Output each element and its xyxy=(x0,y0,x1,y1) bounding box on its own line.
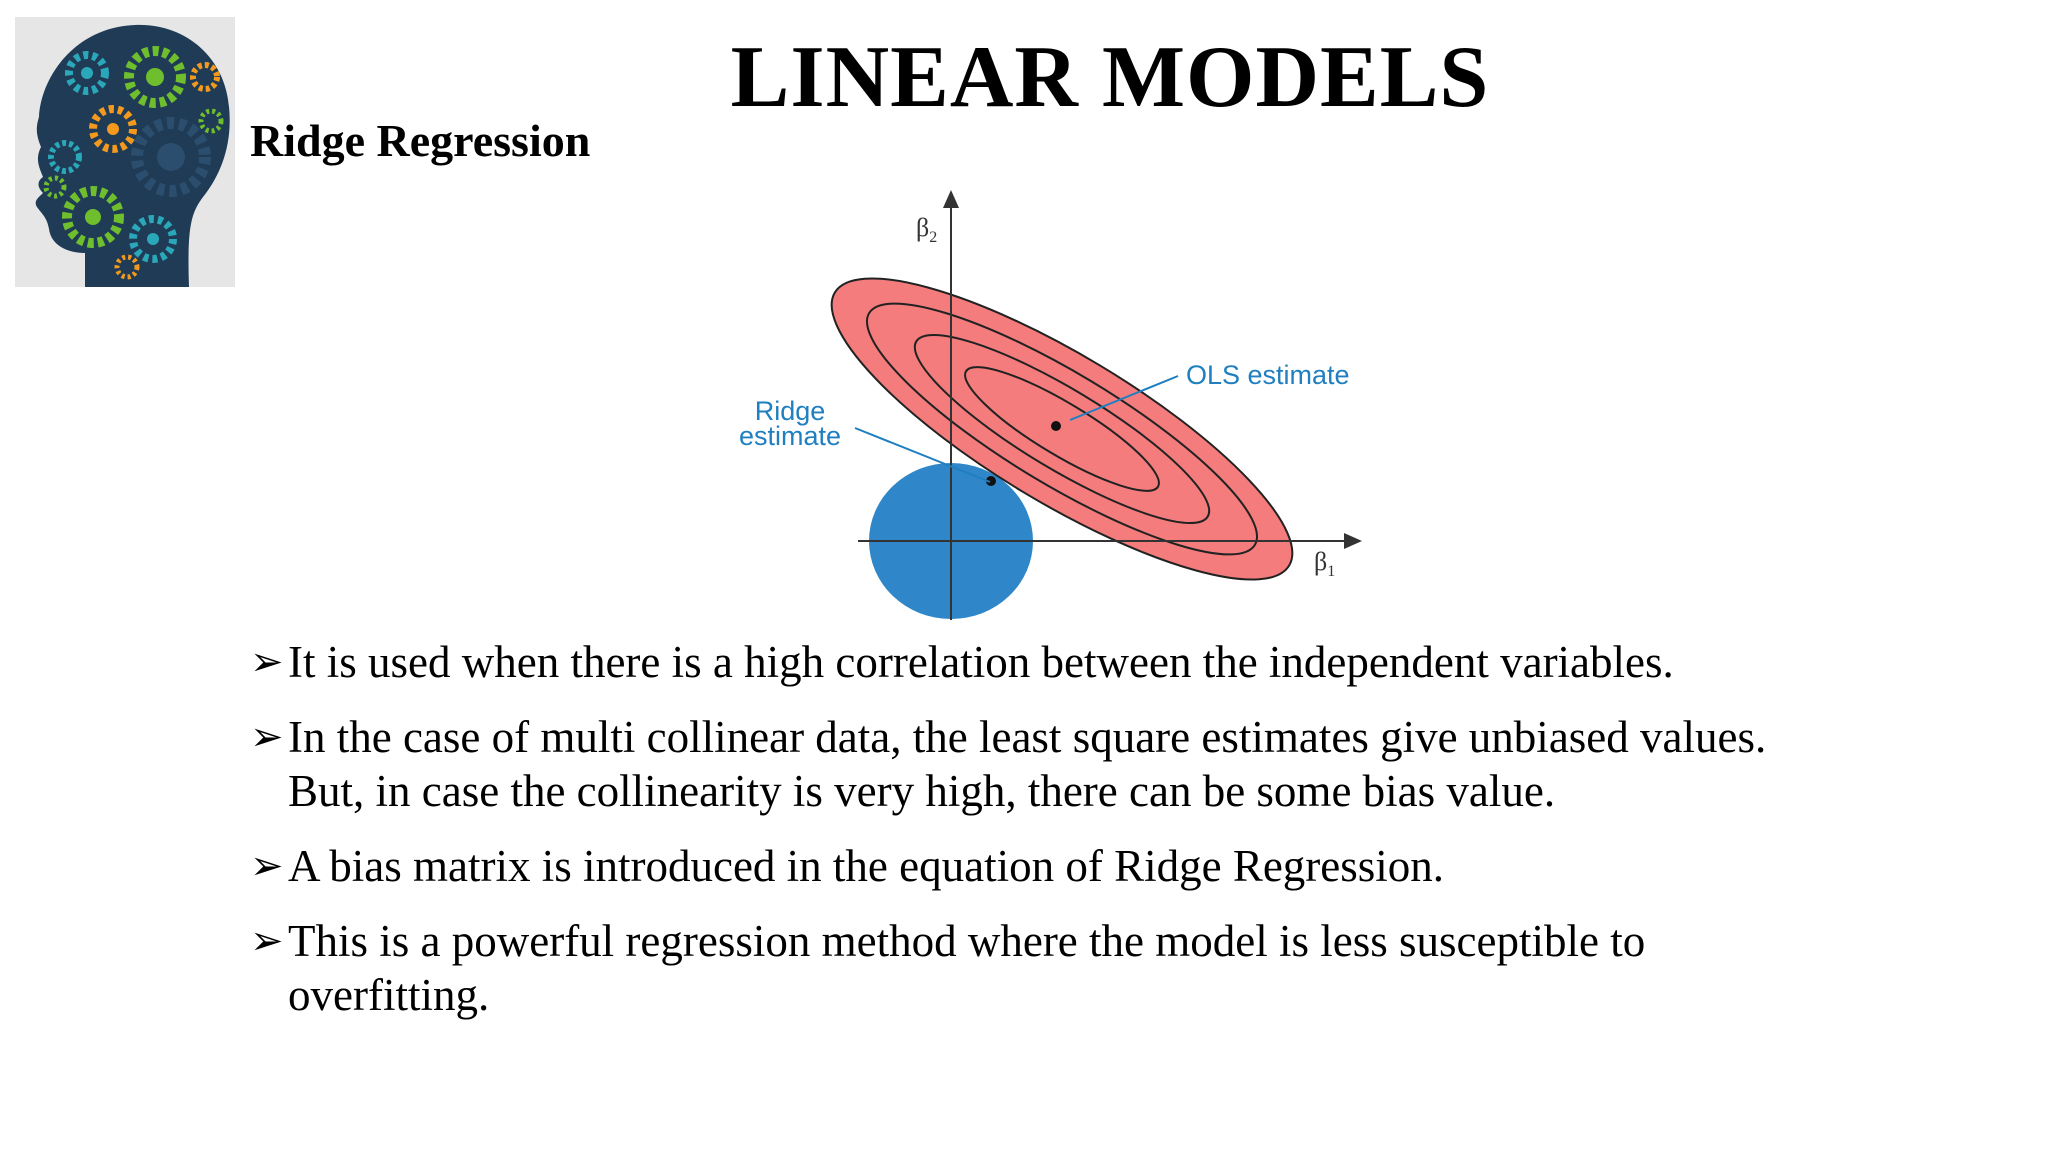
bullet-item: ➢ In the case of multi collinear data, t… xyxy=(250,710,2010,818)
gear-icon xyxy=(114,254,140,280)
gear-icon xyxy=(131,117,211,197)
slide-title: LINEAR MODELS xyxy=(730,29,1490,126)
bullet-item: ➢ This is a powerful regression method w… xyxy=(250,914,2010,1022)
gear-icon xyxy=(43,175,67,199)
arrow-bullet-icon: ➢ xyxy=(250,918,284,964)
slide-subtitle: Ridge Regression xyxy=(250,115,591,166)
bullet-text: It is used when there is a high correlat… xyxy=(288,637,1674,687)
arrow-bullet-icon: ➢ xyxy=(250,639,284,685)
gear-icon xyxy=(89,105,137,153)
bullet-text: This is a powerful regression method whe… xyxy=(288,916,1646,966)
arrow-bullet-icon: ➢ xyxy=(250,843,284,889)
gear-icon xyxy=(62,186,124,248)
gear-icon xyxy=(190,62,220,92)
gear-icon xyxy=(129,215,177,263)
arrow-bullet-icon: ➢ xyxy=(250,714,284,760)
bullet-text: In the case of multi collinear data, the… xyxy=(288,712,1767,762)
ols-estimate-point xyxy=(1051,421,1061,431)
gear-icon xyxy=(198,108,224,134)
y-axis-label: β2 xyxy=(916,213,937,246)
gear-icon xyxy=(124,46,186,108)
gear-icon xyxy=(48,140,82,174)
ridge-estimate-point xyxy=(986,476,996,486)
ridge-estimate-label-line2: estimate xyxy=(739,421,841,451)
bullet-item: ➢ It is used when there is a high correl… xyxy=(250,635,2010,689)
bullet-text: A bias matrix is introduced in the equat… xyxy=(288,841,1445,891)
bullet-list: ➢ It is used when there is a high correl… xyxy=(250,635,2010,1043)
x-axis-label: β1 xyxy=(1314,547,1335,580)
gear-icon xyxy=(65,51,109,95)
head-with-gears-icon xyxy=(35,24,230,287)
head-gears-logo xyxy=(15,17,235,287)
bullet-text-continued: But, in case the collinearity is very hi… xyxy=(288,766,1556,816)
bullet-item: ➢ A bias matrix is introduced in the equ… xyxy=(250,839,2010,893)
ols-contour-ellipses xyxy=(830,277,1294,581)
bullet-text-continued: overfitting. xyxy=(288,970,490,1020)
ridge-regression-diagram: OLS estimate Ridge estimate β1 β2 xyxy=(700,180,1400,630)
ols-estimate-label: OLS estimate xyxy=(1186,360,1350,390)
ridge-estimate-label-line1: Ridge xyxy=(755,396,826,426)
